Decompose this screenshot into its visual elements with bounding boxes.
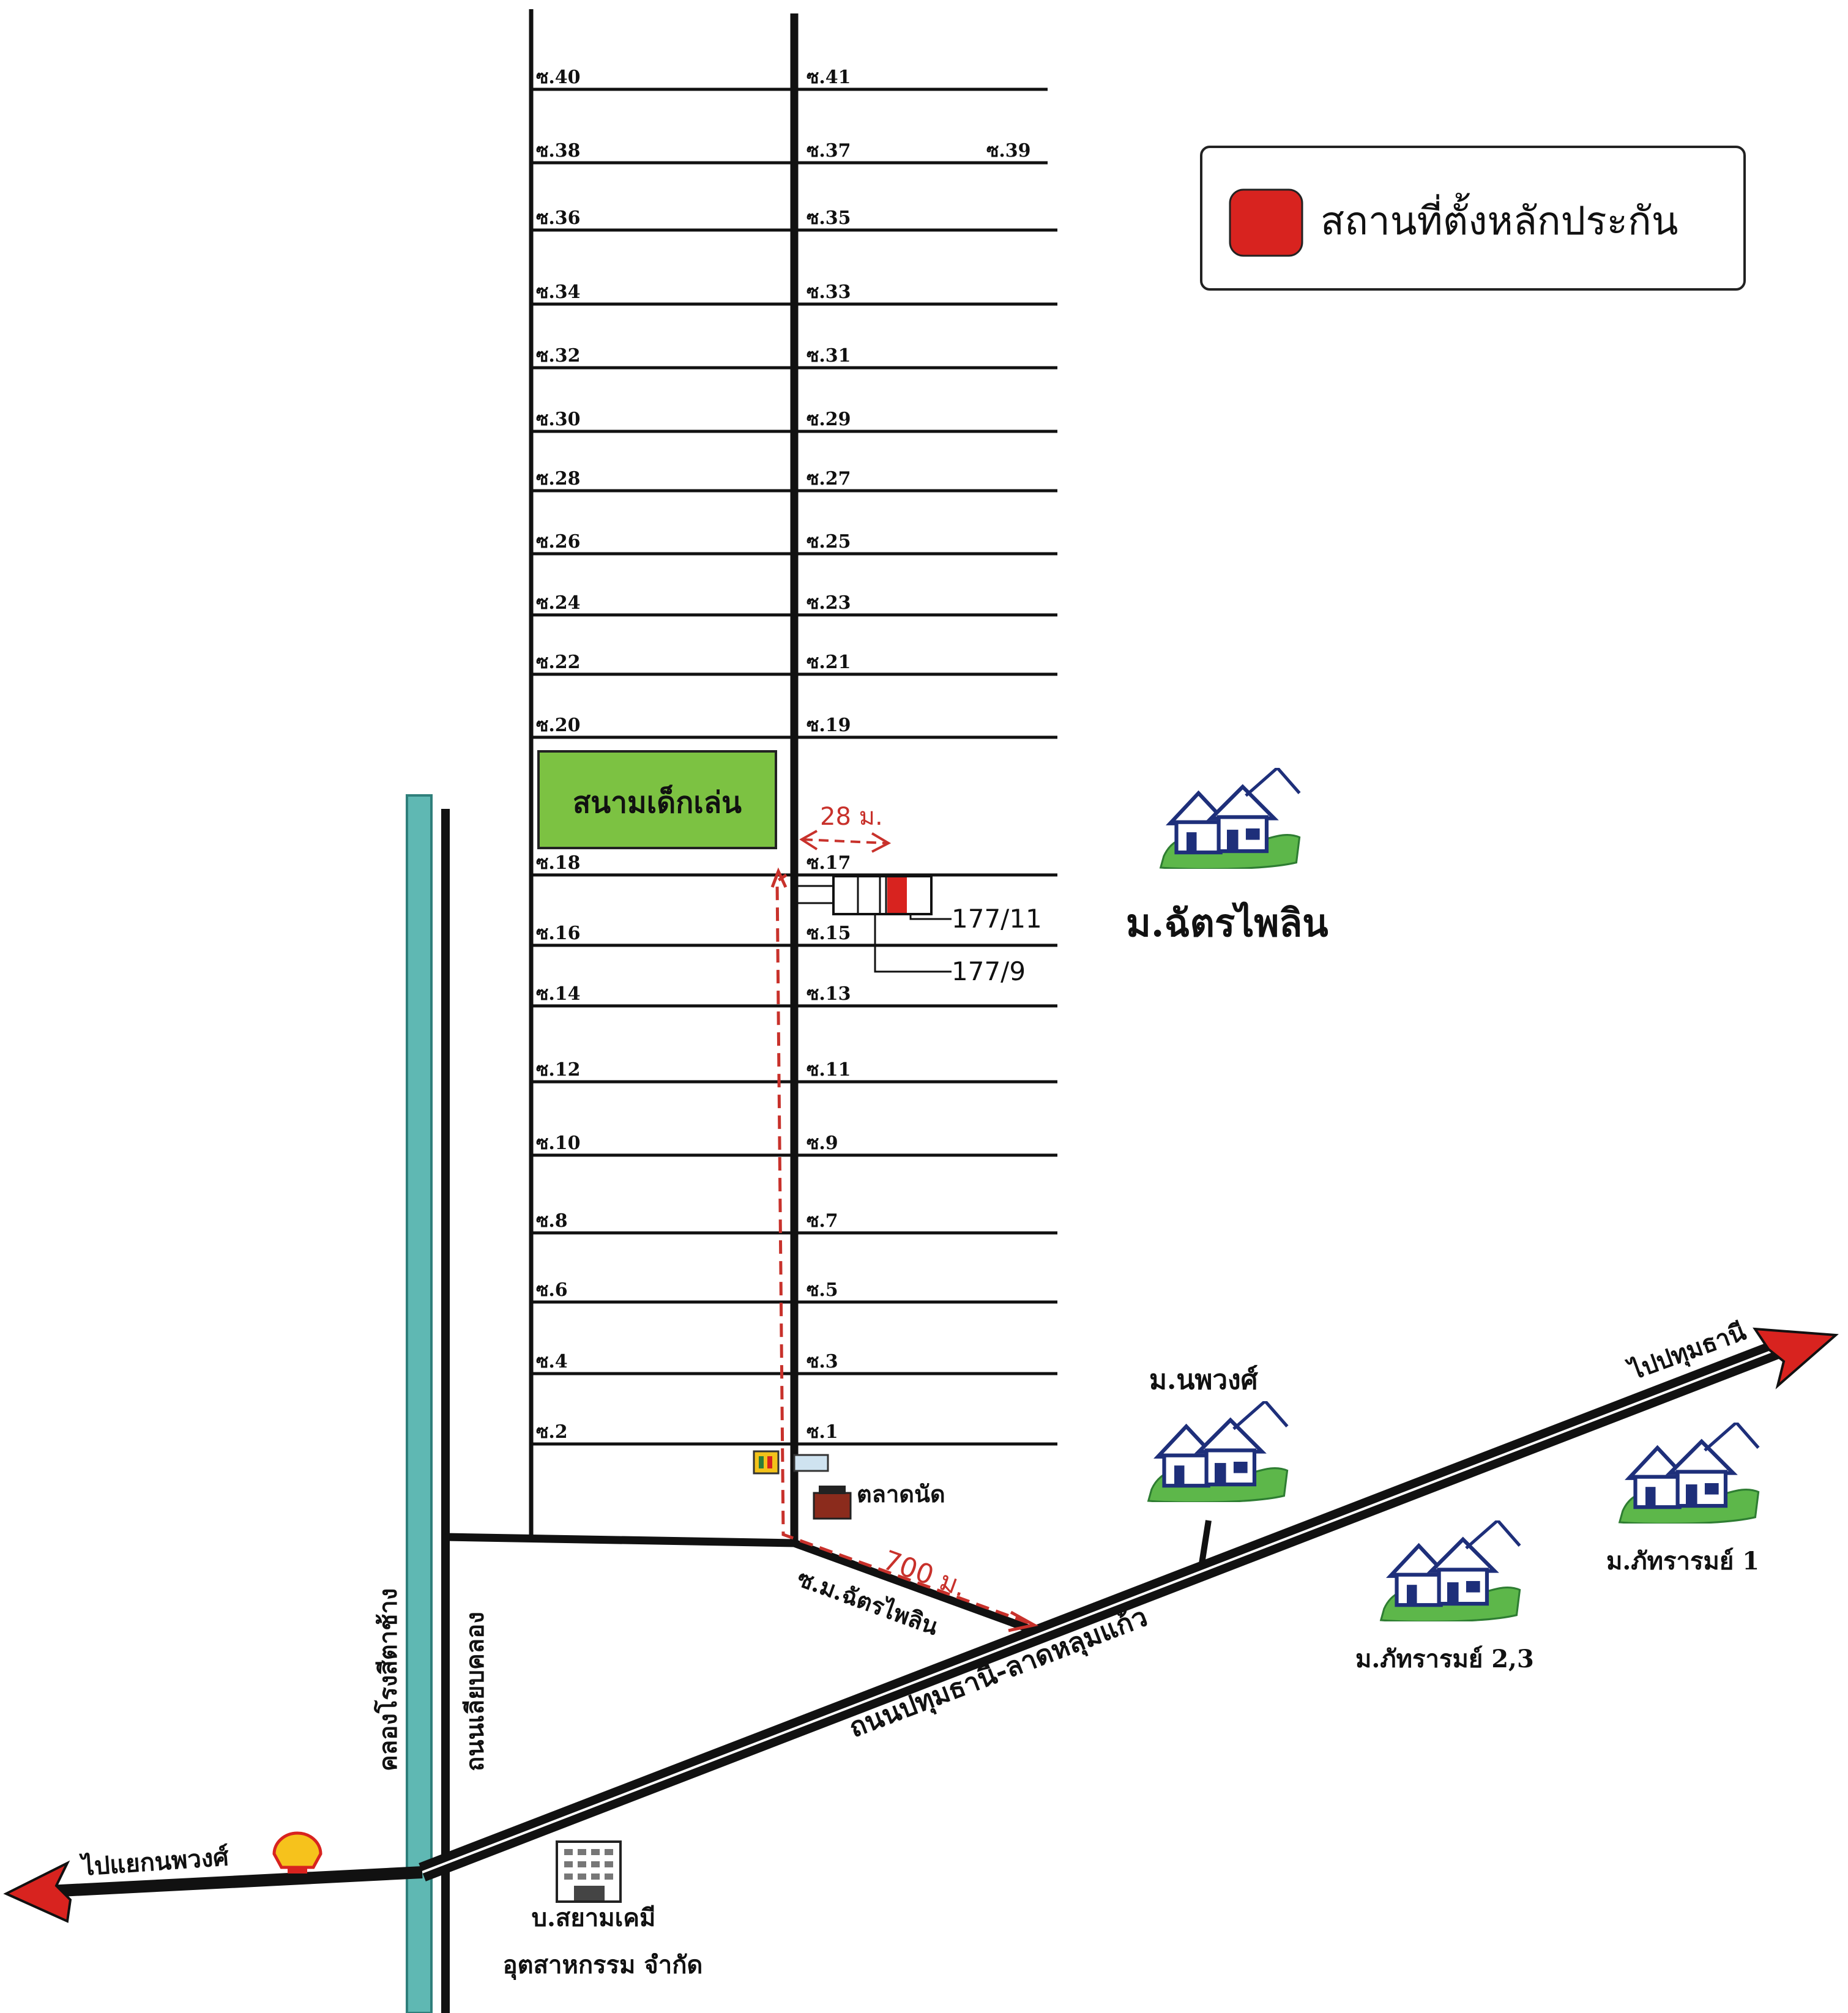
soi-label-right: ซ.41 <box>807 67 851 88</box>
soi-label-left: ซ.24 <box>536 592 581 614</box>
soi-label-left: ซ.28 <box>536 468 581 489</box>
soi-label-right: ซ.3 <box>807 1351 838 1372</box>
dimension-28m <box>802 838 887 844</box>
village-pattharamy23-label: ม.ภัทรารมย์ 2,3 <box>1355 1645 1534 1673</box>
bottom-connector-road <box>445 1533 795 1547</box>
shell-station-icon <box>272 1831 322 1873</box>
soi-label-left: ซ.20 <box>536 715 581 736</box>
leader-177-11 <box>909 914 952 920</box>
soi-label-left: ซ.36 <box>536 207 581 229</box>
collateral-lot-marker <box>887 877 907 913</box>
company-label-line1: บ.สยามเคมี <box>532 1903 656 1932</box>
soi-label-right: ซ.37 <box>807 140 851 162</box>
soi-chatpailin-road <box>792 1539 1036 1635</box>
village-chatpailin-icon <box>1161 768 1300 869</box>
canal <box>406 794 433 2013</box>
village-chatpailin-label: ม.ฉัตรไพลิน <box>1126 901 1328 945</box>
canal-label: คลองโรงสีตาช้าง <box>374 1588 403 1771</box>
soi-label-left: ซ.4 <box>536 1351 568 1372</box>
market-label: ตลาดนัด <box>857 1480 945 1508</box>
main-highway <box>36 1334 1797 1898</box>
company-building-icon <box>556 1840 622 1903</box>
legend-marker <box>1229 188 1303 257</box>
soi-label-right: ซ.19 <box>807 715 851 736</box>
playground-box <box>537 750 777 849</box>
company-label-line2: อุตสาหกรรม จำกัด <box>503 1951 703 1981</box>
soi-label-right: ซ.33 <box>807 281 851 303</box>
soi-label-left: ซ.32 <box>536 345 581 367</box>
soi-label-right: ซ.25 <box>807 531 851 553</box>
soi-label-right: ซ.31 <box>807 345 851 367</box>
legend-label: สถานที่ตั้งหลักประกัน <box>1321 193 1678 244</box>
soi-label-right: ซ.9 <box>807 1133 838 1154</box>
dimension-28m-left-head <box>799 830 818 850</box>
legend: สถานที่ตั้งหลักประกัน <box>1200 146 1746 291</box>
arrow-to-pathumthani <box>1753 1327 1839 1390</box>
soi-label-left: ซ.26 <box>536 531 581 553</box>
soi-label-left: ซ.6 <box>536 1279 568 1301</box>
market-icon <box>813 1486 852 1520</box>
soi-label-right: ซ.7 <box>807 1210 838 1232</box>
soi-label-left: ซ.22 <box>536 652 581 673</box>
arrow-to-noppawong-junction <box>3 1860 72 1923</box>
soi-label-right: ซ.21 <box>807 652 851 673</box>
soi-label-left: ซ.30 <box>536 409 581 430</box>
soi-label-right: ซ.27 <box>807 468 851 489</box>
soi-label-left: ซ.14 <box>536 983 581 1005</box>
dimension-28m-right-head <box>871 832 892 853</box>
soi-label-left: ซ.40 <box>536 67 581 88</box>
playground-label: สนามเด็กเล่น <box>573 784 742 820</box>
village-pattharamy23-icon <box>1381 1520 1520 1621</box>
soi-label-left: ซ.38 <box>536 140 581 162</box>
soi-label-left: ซ.16 <box>536 923 581 944</box>
soi-label-left: ซ.10 <box>536 1133 581 1154</box>
soi-label-right: ซ.5 <box>807 1279 838 1301</box>
route-arrowhead-bottom <box>1008 1610 1039 1632</box>
route-arrowhead-top <box>770 867 788 888</box>
soi-label-left: ซ.8 <box>536 1210 568 1232</box>
soi-label-right: ซ.29 <box>807 409 851 430</box>
lot-row <box>794 875 933 915</box>
soi-label-right: ซ.15 <box>807 923 851 944</box>
house-number-177-9: 177/9 <box>952 956 1026 986</box>
to-noppawong-junction-label: ไปแยกนพวงศ์ <box>78 1842 229 1881</box>
soi-label-left: ซ.34 <box>536 281 581 303</box>
house-number-177-11: 177/11 <box>952 904 1042 934</box>
soi-label-right: ซ.11 <box>807 1059 851 1081</box>
soi-label-left: ซ.18 <box>536 852 581 874</box>
distance-28m-label: 28 ม. <box>820 803 883 831</box>
village-pattharamy1-label: ม.ภัทรารมย์ 1 <box>1606 1547 1759 1576</box>
village-noppawong-label: ม.นพวงศ์ <box>1149 1364 1259 1396</box>
soi-label-39: ซ.39 <box>986 140 1031 162</box>
soi-label-right: ซ.35 <box>807 207 851 229</box>
soi-label-right: ซ.13 <box>807 983 851 1005</box>
canal-road-label: ถนนเลียบคลอง <box>461 1612 490 1771</box>
soi-label-left: ซ.2 <box>536 1421 568 1443</box>
village-noppawong-icon <box>1149 1401 1287 1502</box>
village-pattharamy1-icon <box>1620 1423 1759 1524</box>
soi-label-right: ซ.17 <box>807 852 851 874</box>
leader-177-9 <box>874 914 952 973</box>
soi-label-right: ซ.23 <box>807 592 851 614</box>
soi-label-left: ซ.12 <box>536 1059 581 1081</box>
soi-label-right: ซ.1 <box>807 1421 838 1443</box>
convenience-store-icon <box>753 1450 829 1475</box>
